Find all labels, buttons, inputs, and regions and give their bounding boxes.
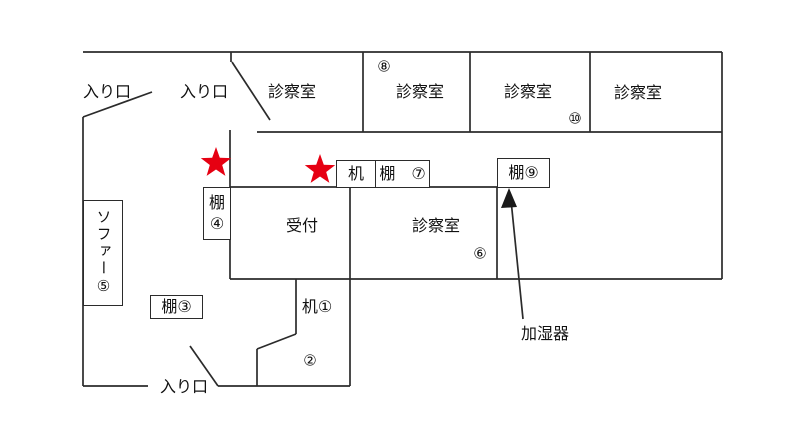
humidifier-arrow-head (501, 188, 517, 208)
exam-room-4-label: 診察室 (613, 83, 663, 102)
shelf-9-label: 棚⑨ (508, 163, 539, 182)
walls (82, 51, 723, 387)
shelf-7-box: 棚 ⑦ (375, 160, 430, 188)
desk-top-label: 机 (347, 164, 364, 183)
shelf-4-box: 棚 ④ (203, 187, 231, 240)
exam-room-3-label: 診察室 (503, 82, 553, 101)
star-marker-1 (200, 147, 232, 176)
entrance-label-top-center: 入り口 (179, 82, 229, 101)
door-swing-top-center (231, 61, 271, 121)
door-swing-bottom (189, 345, 219, 387)
number-6-badge: ⑥ (473, 244, 487, 263)
desk1-edge-diagonal (256, 333, 297, 350)
shelf-3-box: 棚③ (150, 295, 203, 319)
number-2-badge: ② (303, 351, 317, 370)
door-swing-top-left (82, 91, 153, 118)
desk-top-box: 机 (336, 160, 376, 188)
sofa-label: ソファー⑤ (94, 209, 113, 297)
humidifier-arrow-line (510, 199, 524, 320)
shelf-9-box: 棚⑨ (497, 158, 550, 188)
humidifier-arrow (501, 188, 524, 320)
shelf-4-label-top: 棚 (208, 193, 225, 212)
reception-label: 受付 (285, 216, 319, 235)
shelf-7-label: 棚 ⑦ (379, 164, 426, 183)
star-marker-2 (304, 154, 336, 183)
entrance-label-top-left: 入り口 (82, 82, 132, 101)
humidifier-label: 加湿器 (520, 324, 570, 343)
exam-room-2-label: 診察室 (395, 82, 445, 101)
exam-room-1-label: 診察室 (267, 82, 317, 101)
number-8-badge: ⑧ (377, 57, 391, 76)
desk-1-label: 机① (301, 297, 333, 316)
exam-room-center-label: 診察室 (411, 216, 461, 235)
sofa-box: ソファー⑤ (83, 200, 123, 306)
entrance-label-bottom: 入り口 (159, 377, 209, 396)
shelf-3-label: 棚③ (161, 297, 192, 316)
shelf-4-label-number: ④ (209, 214, 225, 233)
number-10-badge: ⑩ (568, 109, 582, 128)
